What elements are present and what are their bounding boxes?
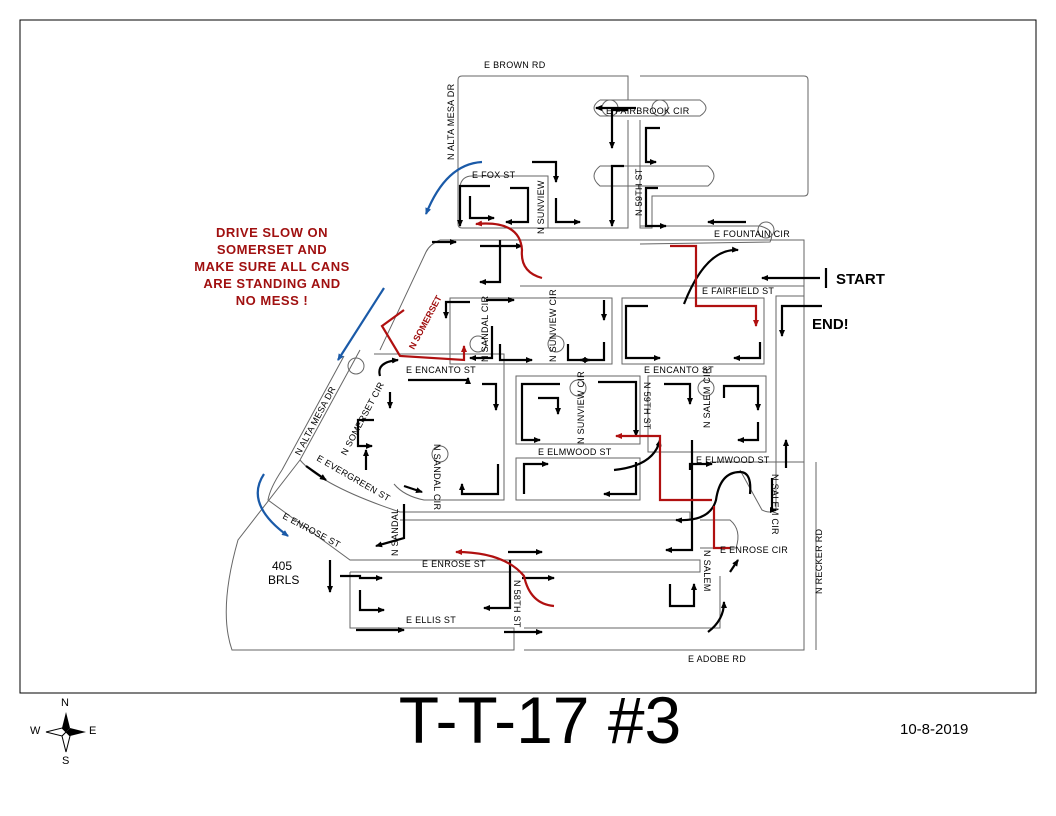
compass-west-label: W <box>30 725 41 737</box>
note-line-5: NO MESS ! <box>236 293 308 308</box>
street-e-fairfield-st: E FAIRFIELD ST <box>702 286 774 296</box>
street-n-58th-st: N 58TH ST <box>512 580 522 628</box>
brls-unit: BRLS <box>268 573 299 587</box>
map-frame <box>19 19 1037 694</box>
note-line-3: MAKE SURE ALL CANS <box>194 259 350 274</box>
caution-routes <box>380 220 759 608</box>
brls-count: 405 <box>272 559 292 573</box>
street-e-enrose-cir: E ENROSE CIR <box>720 545 788 555</box>
compass-rose-icon <box>45 712 86 753</box>
street-e-fairbrook-cir: E FAIRBROOK CIR <box>606 106 690 116</box>
street-n-sunview-cir-1: N SUNVIEW CIR <box>548 289 558 362</box>
map-date: 10-8-2019 <box>900 721 969 738</box>
street-n-recker-rd: N RECKER RD <box>814 528 824 594</box>
note-line-2: SOMERSET AND <box>217 242 327 257</box>
note-line-1: DRIVE SLOW ON <box>216 225 328 240</box>
street-n-sandal-lower: N SANDAL <box>390 509 400 556</box>
street-n-alta-mesa-dr-top: N ALTA MESA DR <box>446 83 456 160</box>
street-e-brown-rd: E BROWN RD <box>484 60 546 70</box>
compass-north-label: N <box>61 697 69 709</box>
end-label: END! <box>812 316 849 333</box>
street-e-ellis-st: E ELLIS ST <box>406 615 456 625</box>
street-n-sandal-cir-2: N SANDAL CIR <box>432 444 442 510</box>
street-n-59th-st-top: N 59TH ST <box>634 168 644 216</box>
street-n-sandal-cir-1: N SANDAL CIR <box>480 296 490 362</box>
route-arrows <box>305 105 828 635</box>
street-n-59th-st-mid: N 59TH ST <box>642 382 652 430</box>
compass-east-label: E <box>89 725 97 737</box>
turnaround-routes <box>256 160 483 537</box>
map-title: T-T-17 #3 <box>398 683 682 757</box>
street-e-adobe-rd: E ADOBE RD <box>688 654 746 664</box>
street-e-fountain-cir: E FOUNTAIN CIR <box>714 229 790 239</box>
street-e-encanto-st-w: E ENCANTO ST <box>406 365 476 375</box>
street-e-enrose-st-mid: E ENROSE ST <box>422 559 486 569</box>
street-n-sunview-cir-2: N SUNVIEW CIR <box>576 371 586 444</box>
street-e-elmwood-st-w: E ELMWOOD ST <box>538 447 612 457</box>
street-n-salem-cir-2: N SALEM CIR <box>770 474 780 535</box>
note-line-4: ARE STANDING AND <box>203 276 340 291</box>
caution-note: DRIVE SLOW ON SOMERSET AND MAKE SURE ALL… <box>194 225 350 308</box>
street-e-encanto-st-e: E ENCANTO ST <box>644 365 714 375</box>
street-n-salem-cir-1: N SALEM CIR <box>702 367 712 428</box>
compass-south-label: S <box>62 755 70 767</box>
start-label: START <box>836 271 885 288</box>
street-e-fox-st: E FOX ST <box>472 170 516 180</box>
street-n-sunview-top: N SUNVIEW <box>536 180 546 234</box>
street-n-salem: N SALEM <box>702 550 712 592</box>
street-e-elmwood-st-e: E ELMWOOD ST <box>696 455 770 465</box>
